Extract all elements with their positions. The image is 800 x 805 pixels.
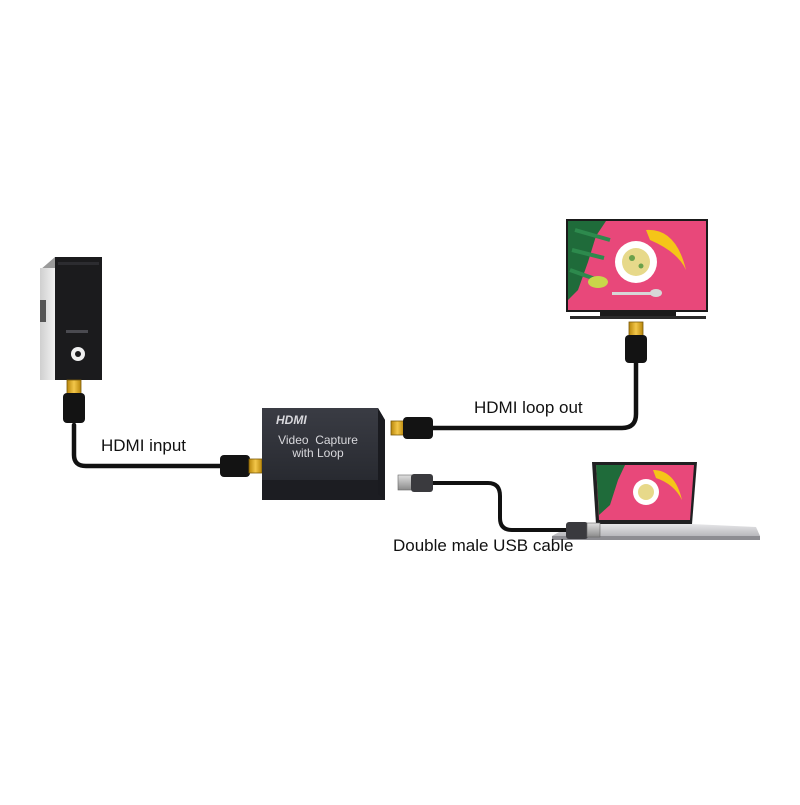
device-text-line1: Video Capture <box>278 433 358 447</box>
usb-cable-label: Double male USB cable <box>393 536 574 555</box>
hdmi-loop-out-cable <box>429 357 639 431</box>
usb-cable <box>430 481 576 532</box>
hdmi-connector-loop-device <box>390 417 433 439</box>
hdmi-loop-out-label: HDMI loop out <box>474 398 583 417</box>
hdmi-connector-tv <box>625 321 647 363</box>
cables <box>71 357 639 532</box>
usb-connector-device <box>397 474 433 492</box>
laptop <box>552 462 760 540</box>
device-text-line2: with Loop <box>291 446 344 460</box>
tv-monitor <box>566 219 708 319</box>
usb-connector-laptop <box>566 522 601 539</box>
hdmi-connector-input <box>220 455 263 477</box>
hdmi-input-label: HDMI input <box>101 436 187 455</box>
device-logo: HDMI <box>276 413 307 427</box>
hdmi-input-cable <box>71 422 225 469</box>
capture-device: HDMI Video Capture with Loop <box>262 408 385 500</box>
pc-tower <box>40 257 102 380</box>
hdmi-connector-pc <box>63 379 85 423</box>
